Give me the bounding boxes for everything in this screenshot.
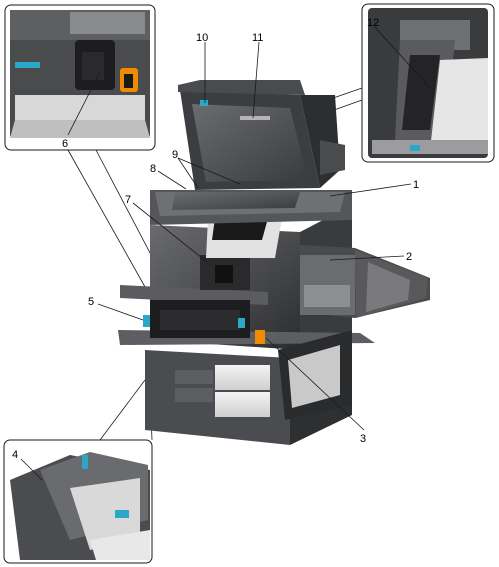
detail-box-bottom-left [3, 439, 153, 564]
callout-5: 5 [88, 296, 94, 308]
callout-6: 6 [62, 138, 68, 150]
copier-body [118, 80, 430, 445]
orange-release-icon [255, 330, 265, 344]
callout-11: 11 [252, 32, 263, 44]
original-glass [172, 192, 300, 210]
callout-8: 8 [150, 163, 156, 175]
callout-leader-lines [20, 25, 431, 481]
callout-3: 3 [360, 433, 366, 445]
callout-9: 9 [172, 149, 178, 161]
callout-10: 10 [196, 32, 208, 44]
callout-1: 1 [413, 179, 419, 191]
detail-box-top-left [4, 4, 156, 151]
touch-panel-screen [212, 218, 268, 240]
lid-glass-pad [192, 104, 308, 182]
callout-labels: 1 2 3 4 5 6 7 8 9 10 11 12 [12, 17, 419, 461]
callout-2: 2 [406, 251, 412, 263]
callout-4: 4 [12, 449, 18, 461]
detail-box-top-right [361, 3, 495, 163]
tray-guide-icon [115, 510, 129, 518]
callout-12: 12 [367, 17, 379, 29]
callout-7: 7 [125, 194, 131, 206]
